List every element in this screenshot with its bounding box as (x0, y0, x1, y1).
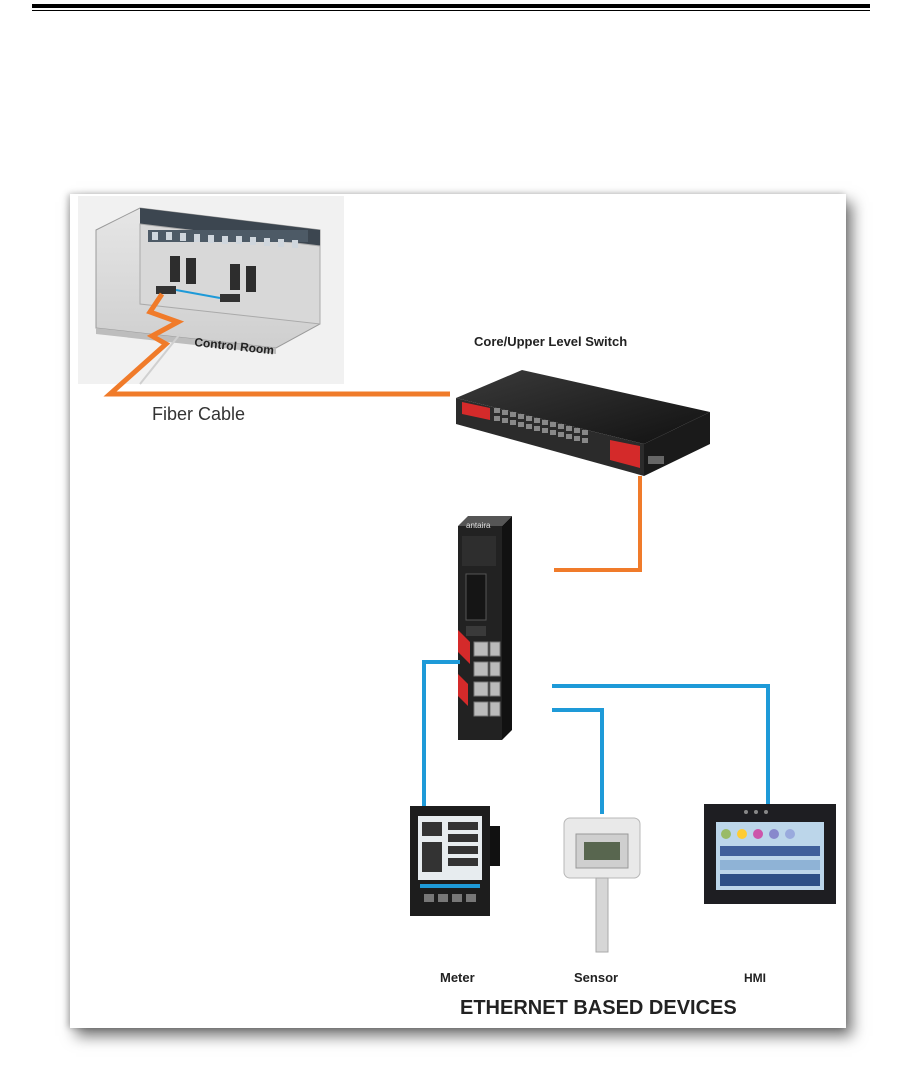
core-switch-device (456, 370, 710, 476)
industrial-switch-brand: antaira (466, 521, 491, 530)
ethernet-line-meter (422, 660, 460, 808)
industrial-switch-device (458, 516, 512, 740)
sensor-device (563, 817, 641, 953)
fiber-cable-label: Fiber Cable (152, 404, 245, 424)
control-room-image (78, 196, 344, 384)
header-rule-thin (32, 10, 870, 11)
header-rule-thick (32, 4, 870, 8)
ethernet-line-hmi (552, 684, 770, 808)
hmi-label: HMI (744, 971, 766, 985)
ethernet-line-sensor (552, 708, 604, 814)
ethernet-devices-title: ETHERNET BASED DEVICES (460, 997, 737, 1019)
hmi-device (704, 804, 836, 904)
meter-label: Meter (440, 970, 475, 985)
core-switch-label: Core/Upper Level Switch (474, 334, 627, 349)
network-diagram-svg: Control Room Fiber Cable Core/Upper Leve… (78, 196, 836, 1019)
meter-device (410, 806, 500, 916)
sensor-label: Sensor (574, 970, 618, 985)
fiber-cable-line (103, 292, 450, 397)
uplink-fiber-line (554, 476, 642, 572)
network-diagram-figure: Control Room Fiber Cable Core/Upper Leve… (70, 194, 846, 1028)
